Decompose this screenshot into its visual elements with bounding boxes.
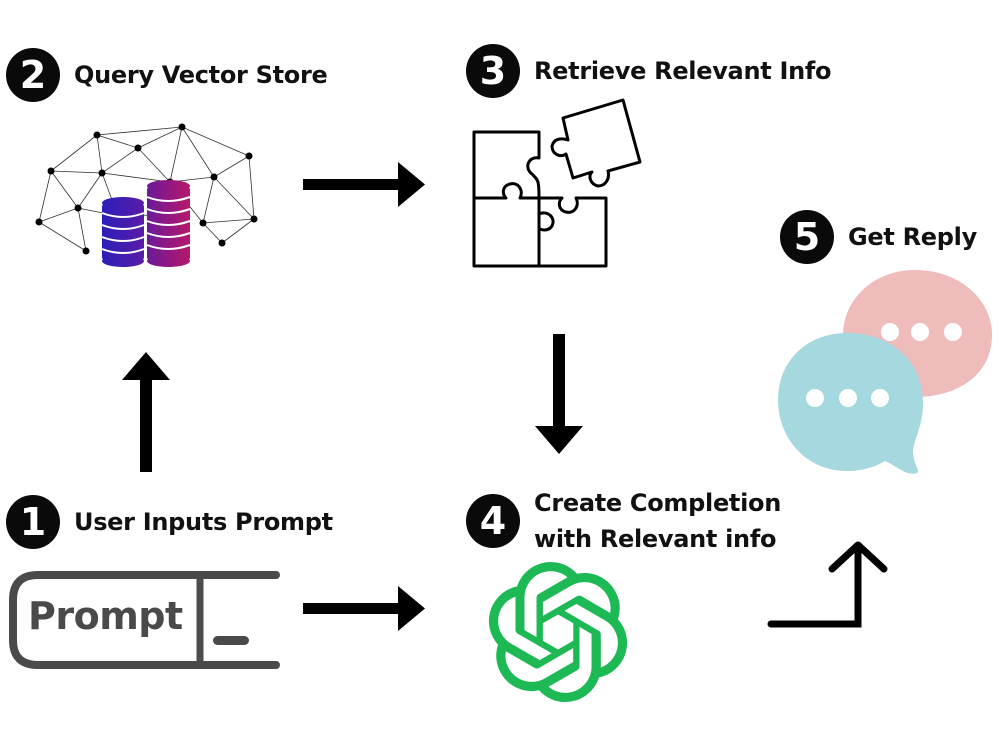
database-stack-right <box>146 180 191 267</box>
step-3-header: 3 Retrieve Relevant Info <box>466 44 832 98</box>
arrow-up-prompt-to-query <box>122 352 170 472</box>
arrow-right-prompt-to-completion <box>303 586 425 631</box>
step-5-label: Get Reply <box>848 223 977 251</box>
prompt-input-icon: Prompt <box>8 570 280 670</box>
step-3-label: Retrieve Relevant Info <box>534 57 832 85</box>
step-4-label-line2: with Relevant info <box>534 525 777 553</box>
prompt-cursor <box>213 636 249 645</box>
step-4-label-line1: Create Completion <box>534 489 781 517</box>
database-stack-left <box>101 197 145 267</box>
openai-logo-icon <box>488 562 628 702</box>
step-4-label: Create Completion with Relevant info <box>520 485 781 557</box>
step-5-header: 5 Get Reply <box>780 210 977 264</box>
step-3-badge: 3 <box>466 44 520 98</box>
step-4-header: 4 Create Completion with Relevant info <box>466 485 781 557</box>
prompt-text: Prompt <box>28 594 183 638</box>
step-1-badge: 1 <box>6 495 60 549</box>
vector-database-network-icon <box>35 123 258 267</box>
chat-bubble-teal <box>778 333 923 474</box>
arrow-right-query-to-retrieve <box>303 162 425 207</box>
step-4-badge: 4 <box>466 494 520 548</box>
arrow-down-retrieve-to-completion <box>535 334 583 454</box>
step-2-label: Query Vector Store <box>74 61 328 89</box>
puzzle-pieces-icon <box>472 98 642 268</box>
step-1-label: User Inputs Prompt <box>74 508 333 536</box>
step-1-header: 1 User Inputs Prompt <box>6 495 333 549</box>
step-5-badge: 5 <box>780 210 834 264</box>
chat-bubbles-icon <box>778 270 992 474</box>
arrow-elbow-completion-to-reply <box>767 541 888 628</box>
step-2-badge: 2 <box>6 48 60 102</box>
step-2-header: 2 Query Vector Store <box>6 48 328 102</box>
